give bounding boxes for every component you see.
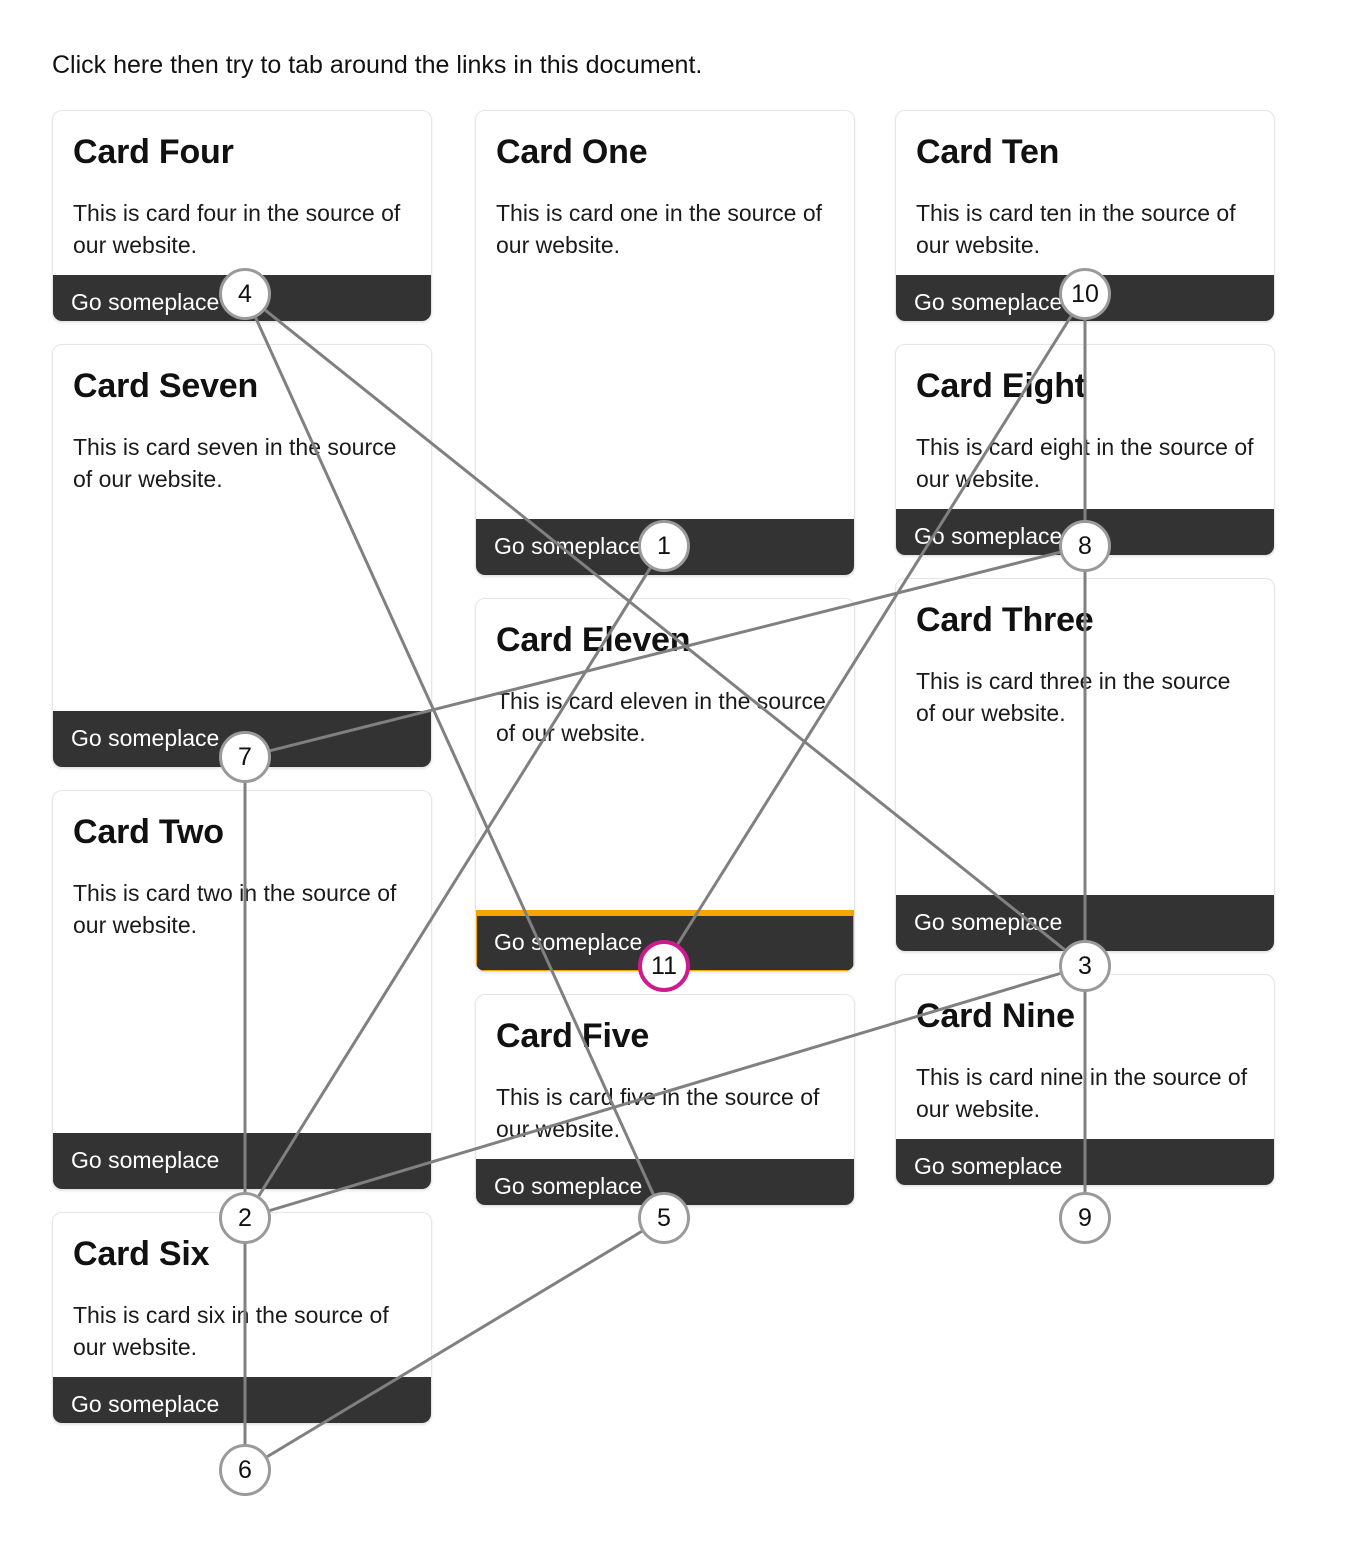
card-two-footer[interactable]: Go someplace: [53, 1133, 431, 1189]
card-eleven-text: This is card eleven in the source of our…: [496, 688, 826, 746]
card-one-link[interactable]: Go someplace: [494, 533, 643, 559]
card-nine-footer[interactable]: Go someplace: [896, 1139, 1274, 1185]
card-three-title: Card Three: [916, 601, 1094, 639]
card-four-link[interactable]: Go someplace: [71, 289, 220, 315]
card-six-link[interactable]: Go someplace: [71, 1391, 220, 1417]
card-seven-title: Card Seven: [73, 367, 259, 405]
card-six-title: Card Six: [73, 1235, 210, 1273]
card-one-text: This is card one in the source of our we…: [496, 200, 822, 258]
card-nine-link[interactable]: Go someplace: [914, 1153, 1063, 1179]
card-five-title: Card Five: [496, 1017, 650, 1055]
card-eleven-title: Card Eleven: [496, 621, 691, 659]
card-eleven-link[interactable]: Go someplace: [494, 929, 643, 955]
card-ten-text: This is card ten in the source of our we…: [916, 200, 1236, 258]
card-ten-link[interactable]: Go someplace: [914, 289, 1063, 315]
card-three-link[interactable]: Go someplace: [914, 909, 1063, 935]
tab-marker-6: 6: [219, 1444, 271, 1496]
card-three-text: This is card three in the source of our …: [916, 668, 1231, 726]
card-six-text: This is card six in the source of our we…: [73, 1302, 389, 1360]
card-nine-title: Card Nine: [916, 997, 1075, 1035]
card-eight-title: Card Eight: [916, 367, 1086, 405]
card-seven-text: This is card seven in the source of our …: [73, 434, 397, 492]
card-ten-title: Card Ten: [916, 133, 1060, 171]
page-intro-text: Click here then try to tab around the li…: [52, 51, 703, 79]
card-four-title: Card Four: [73, 133, 234, 171]
card-six-footer[interactable]: Go someplace: [53, 1377, 431, 1423]
card-one-title: Card One: [496, 133, 648, 171]
card-eight-text: This is card eight in the source of our …: [916, 434, 1254, 492]
card-five-footer[interactable]: Go someplace: [476, 1159, 854, 1205]
card-two-text: This is card two in the source of our we…: [73, 880, 397, 938]
card-eight-link[interactable]: Go someplace: [914, 523, 1063, 549]
card-two-link[interactable]: Go someplace: [71, 1147, 220, 1173]
card-nine-text: This is card nine in the source of our w…: [916, 1064, 1248, 1122]
card-seven-link[interactable]: Go someplace: [71, 725, 220, 751]
card-five-text: This is card five in the source of our w…: [496, 1084, 820, 1142]
card-seven-footer[interactable]: Go someplace: [53, 711, 431, 767]
card-five-link[interactable]: Go someplace: [494, 1173, 643, 1199]
card-ten-footer[interactable]: Go someplace: [896, 275, 1274, 321]
card-eight-footer[interactable]: Go someplace: [896, 509, 1274, 555]
card-four-footer[interactable]: Go someplace: [53, 275, 431, 321]
card-two-title: Card Two: [73, 813, 224, 851]
card-eleven-footer[interactable]: Go someplace: [476, 911, 854, 971]
card-four-text: This is card four in the source of our w…: [73, 200, 401, 258]
card-three-footer[interactable]: Go someplace: [896, 895, 1274, 951]
card-one-footer[interactable]: Go someplace: [476, 519, 854, 575]
